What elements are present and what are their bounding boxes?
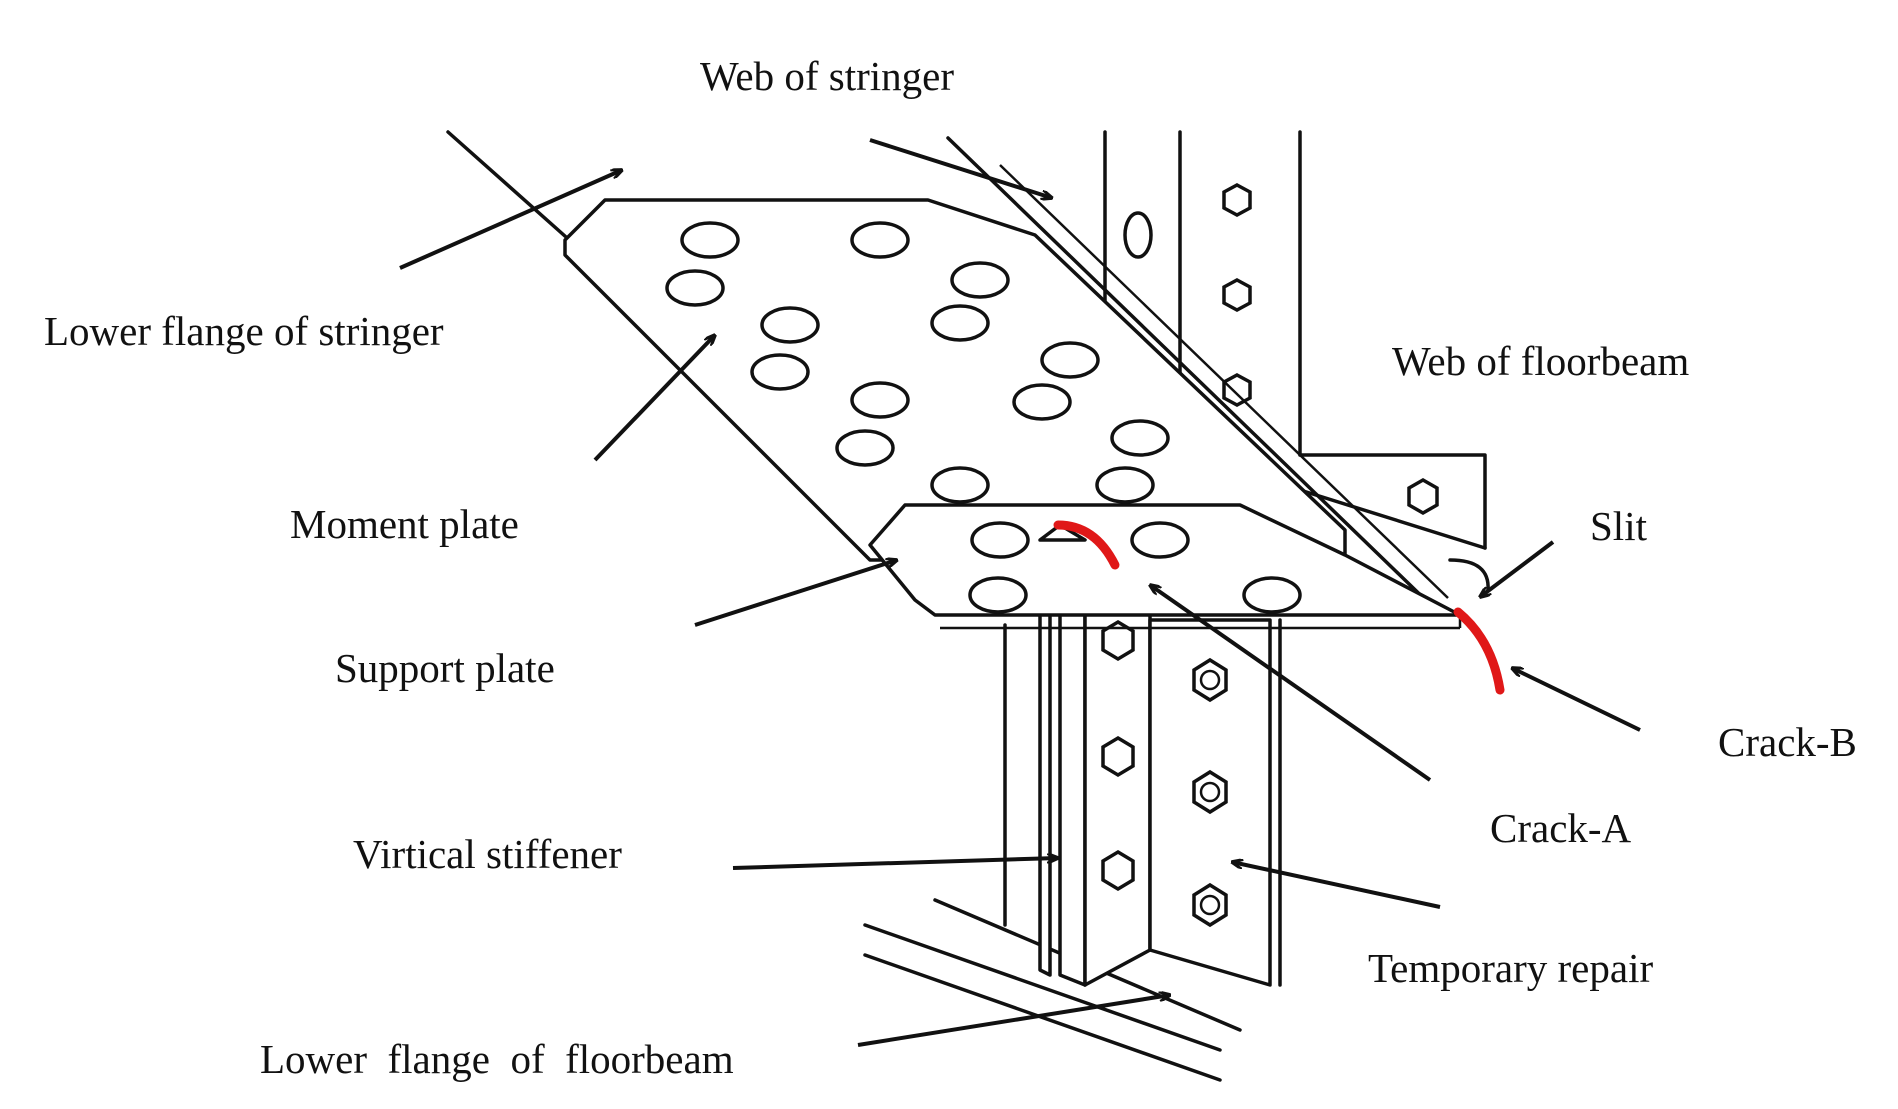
label-temporary-repair: Temporary repair (1368, 945, 1653, 991)
temporary-repair-plate (1101, 618, 1282, 987)
stringer-web (946, 136, 1449, 614)
label-slit: Slit (1590, 503, 1648, 549)
label-support-plate: Support plate (335, 645, 555, 691)
label-crack-b: Crack-B (1718, 719, 1857, 765)
label-web-of-floorbeam: Web of floorbeam (1392, 338, 1689, 384)
moment-plate (563, 198, 1347, 562)
label-moment-plate: Moment plate (290, 501, 519, 547)
crack-b-mark (1453, 607, 1505, 695)
label-vertical-stiffener: Virtical stiffener (353, 831, 622, 877)
bracket (1298, 453, 1490, 592)
crack-a-mark (1053, 520, 1120, 570)
stringer-lower-flange (446, 130, 577, 247)
leader-arrows (399, 138, 1641, 1047)
support-plate (868, 503, 1462, 630)
label-crack-a: Crack-A (1490, 805, 1632, 851)
stiffener-top (1038, 523, 1087, 542)
label-lower-flange-of-stringer: Lower flange of stringer (44, 308, 444, 354)
label-web-of-stringer: Web of stringer (700, 53, 954, 99)
label-lower-flange-of-floorbeam: Lower flange of floorbeam (260, 1036, 734, 1082)
